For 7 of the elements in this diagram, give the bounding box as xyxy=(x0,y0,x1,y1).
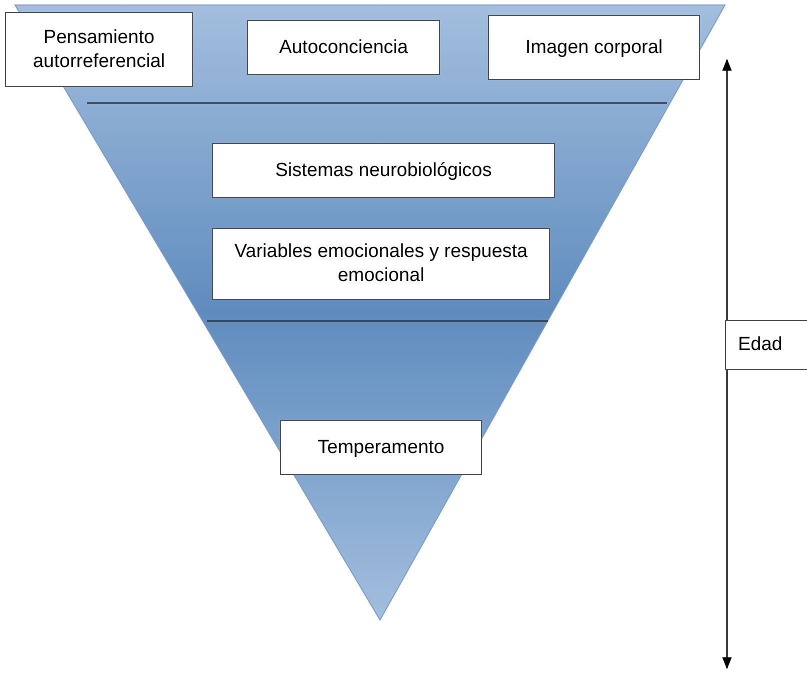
label-box: Imagen corporal xyxy=(488,15,700,80)
label-box: Edad xyxy=(725,320,807,370)
label-box: Sistemas neurobiológicos xyxy=(212,143,555,198)
label-box: Variables emocionales y respuesta emocional xyxy=(212,228,550,300)
label-box: Temperamento xyxy=(280,420,482,475)
label-box: Autoconciencia xyxy=(247,20,440,75)
label-box: Pensamiento autorreferencial xyxy=(5,12,193,87)
